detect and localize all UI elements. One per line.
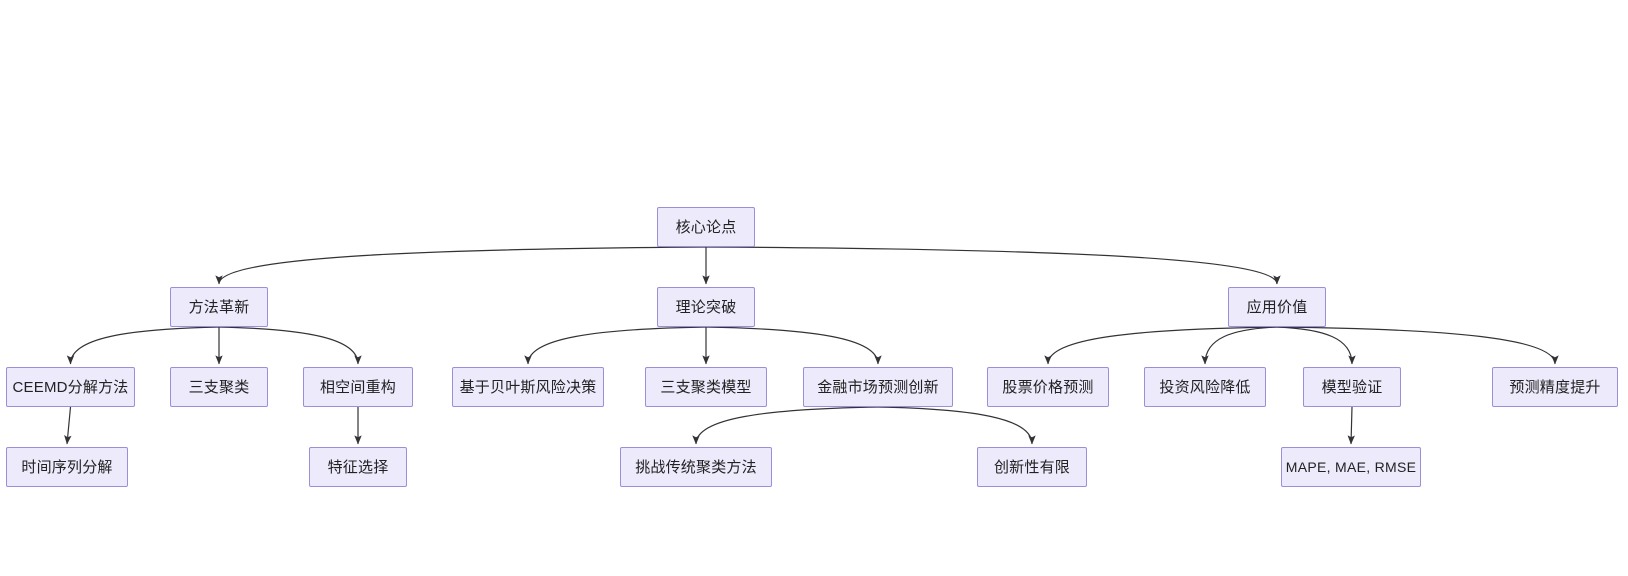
node-metrics[interactable]: MAPE, MAE, RMSE [1281, 447, 1421, 487]
node-label: 核心论点 [675, 218, 737, 236]
edge-finance-to-limited [877, 406, 1036, 445]
node-finance[interactable]: 金融市场预测创新 [803, 367, 953, 407]
node-label: 模型验证 [1321, 378, 1383, 396]
node-label: 基于贝叶斯风险决策 [459, 378, 597, 396]
edge-application-to-validate [1276, 326, 1356, 365]
node-label: 应用价值 [1246, 298, 1308, 316]
edge-paths [64, 246, 1559, 445]
edge-theory-to-bayes [524, 326, 707, 365]
node-label: 方法革新 [188, 298, 250, 316]
edge-core-to-method [215, 246, 707, 285]
node-label: 特征选择 [327, 458, 389, 476]
node-label: 理论突破 [675, 298, 737, 316]
node-challenge[interactable]: 挑战传统聚类方法 [620, 447, 772, 487]
node-method[interactable]: 方法革新 [170, 287, 268, 327]
node-feature[interactable]: 特征选择 [309, 447, 407, 487]
node-limited[interactable]: 创新性有限 [977, 447, 1087, 487]
node-label: 金融市场预测创新 [817, 378, 939, 396]
node-label: MAPE, MAE, RMSE [1285, 459, 1417, 475]
node-risk[interactable]: 投资风险降低 [1144, 367, 1266, 407]
edge-core-to-application [705, 246, 1281, 285]
node-label: 三支聚类 [188, 378, 250, 396]
node-ceemd[interactable]: CEEMD分解方法 [6, 367, 135, 407]
node-label: 股票价格预测 [1002, 378, 1094, 396]
edge-method-to-phase [218, 326, 362, 365]
node-label: 时间序列分解 [21, 458, 113, 476]
node-label: 预测精度提升 [1509, 378, 1601, 396]
edge-theory-to-finance [705, 326, 882, 365]
node-label: 三支聚类模型 [660, 378, 752, 396]
node-bayes[interactable]: 基于贝叶斯风险决策 [452, 367, 604, 407]
node-label: 相空间重构 [319, 378, 396, 396]
node-label: 挑战传统聚类方法 [635, 458, 757, 476]
node-label: 投资风险降低 [1159, 378, 1251, 396]
edge-application-to-accuracy [1276, 326, 1559, 365]
node-label: 创新性有限 [993, 458, 1070, 476]
edge-finance-to-challenge [692, 406, 879, 445]
node-threeway[interactable]: 三支聚类 [170, 367, 268, 407]
edge-application-to-risk [1201, 326, 1278, 365]
node-twmodel[interactable]: 三支聚类模型 [645, 367, 767, 407]
node-tsd[interactable]: 时间序列分解 [6, 447, 128, 487]
edge-method-to-ceemd [66, 326, 220, 365]
node-application[interactable]: 应用价值 [1228, 287, 1326, 327]
node-phase[interactable]: 相空间重构 [303, 367, 413, 407]
node-theory[interactable]: 理论突破 [657, 287, 755, 327]
edge-application-to-stock [1044, 326, 1278, 365]
edge-ceemd-to-tsd [64, 406, 72, 445]
node-core[interactable]: 核心论点 [657, 207, 755, 247]
node-stock[interactable]: 股票价格预测 [987, 367, 1109, 407]
node-validate[interactable]: 模型验证 [1303, 367, 1401, 407]
node-label: CEEMD分解方法 [12, 378, 129, 396]
edge-validate-to-metrics [1347, 406, 1355, 445]
node-accuracy[interactable]: 预测精度提升 [1492, 367, 1618, 407]
